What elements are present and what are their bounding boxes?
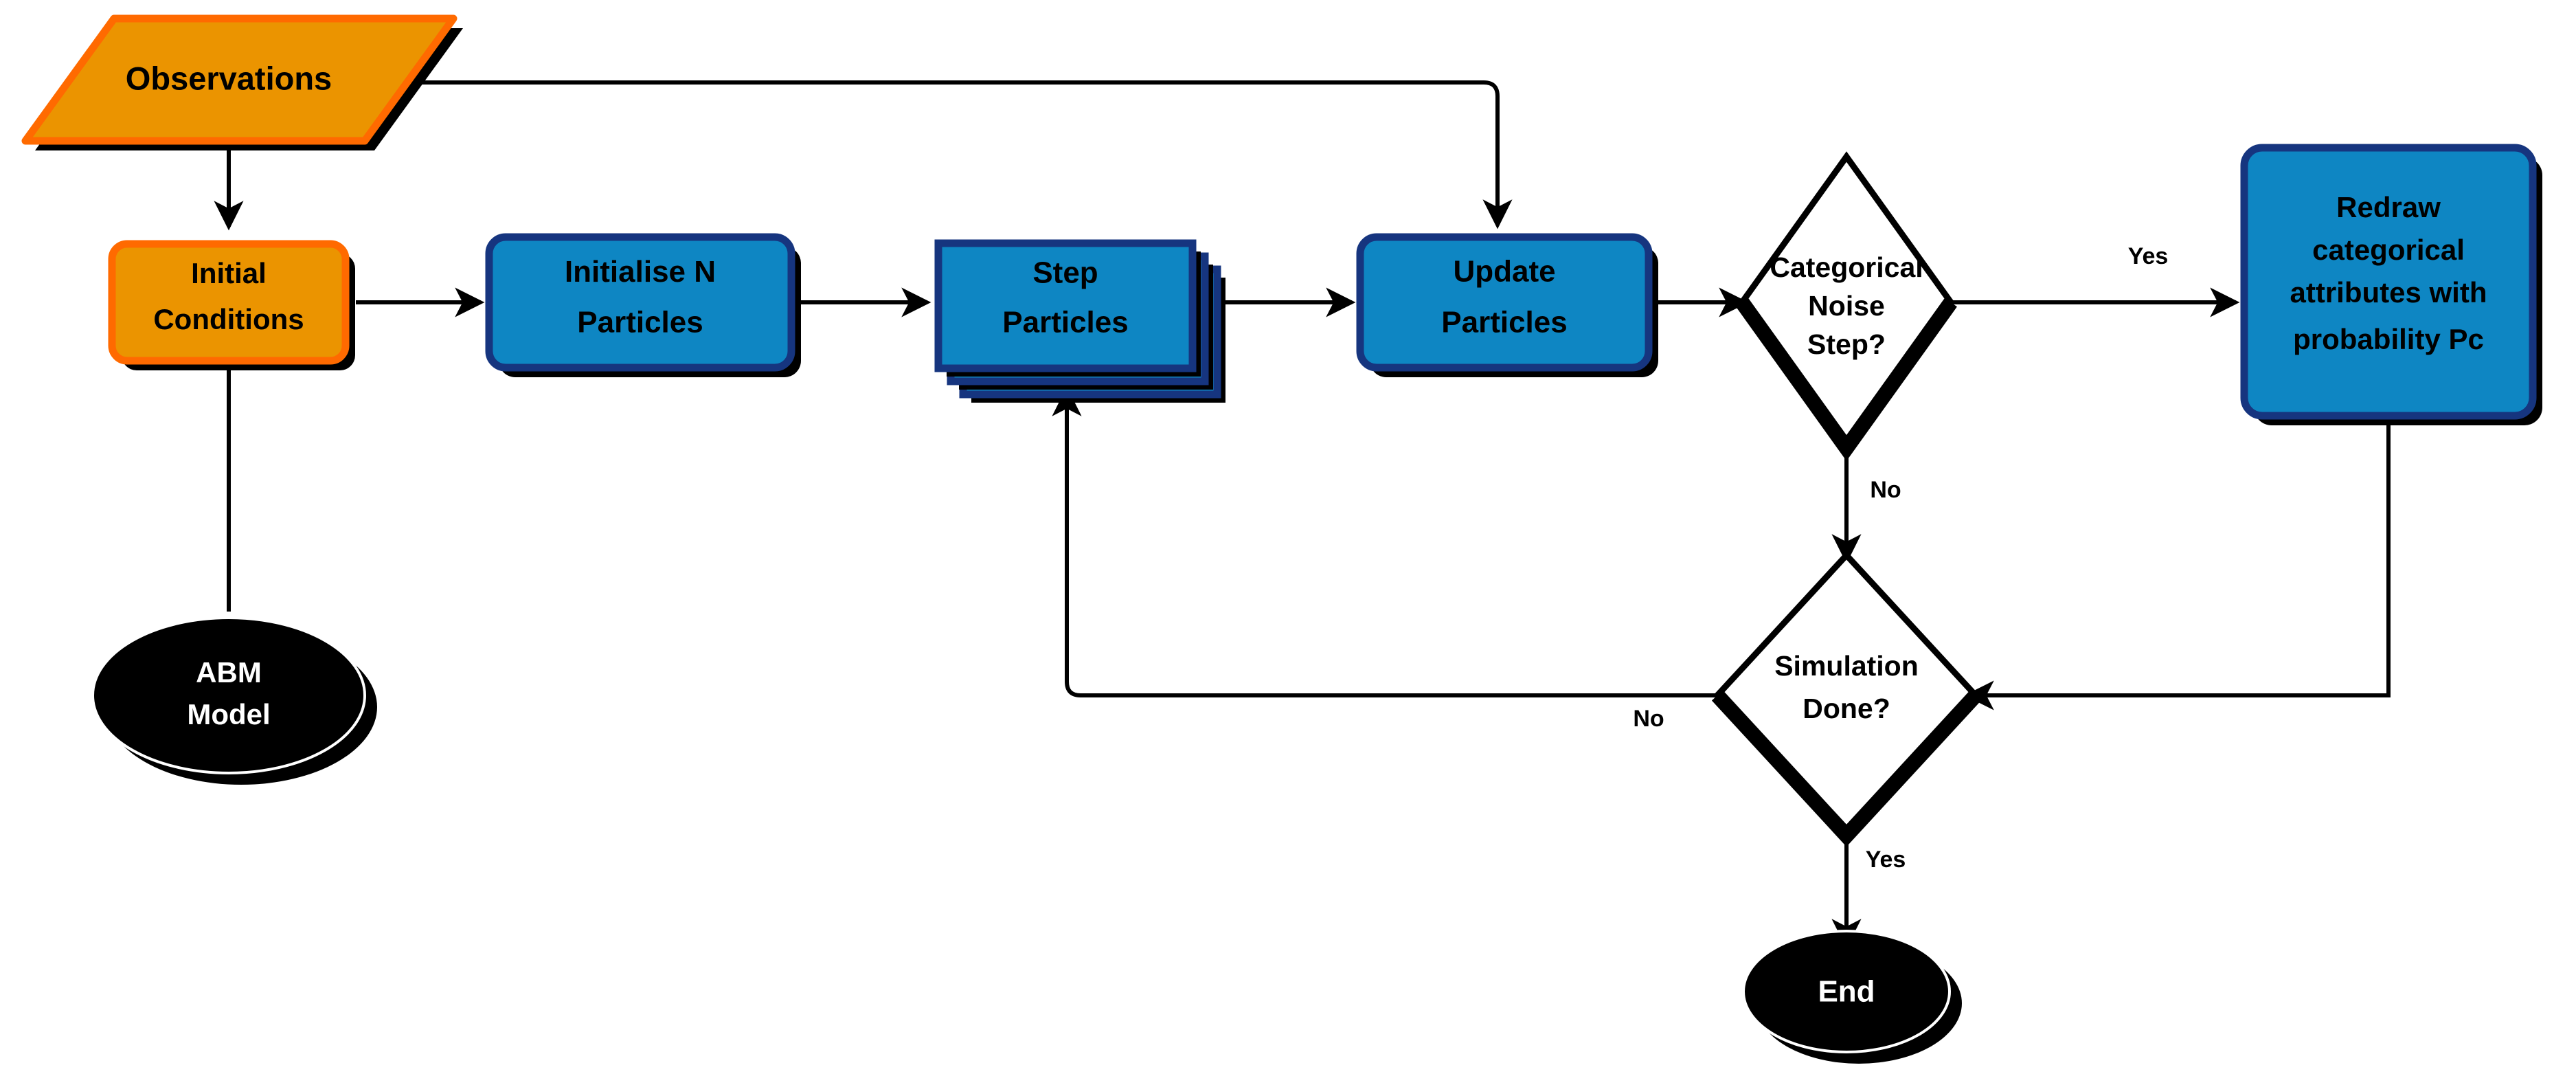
edge-noise-yes-to-redraw: Yes [1948, 243, 2240, 317]
simulation-done-label-line2: Done? [1803, 693, 1890, 724]
abm-model-shape [91, 616, 366, 774]
node-update-particles[interactable]: Update Particles [1356, 233, 1658, 377]
observations-label: Observations [126, 60, 332, 96]
node-initialise-particles[interactable]: Initialise N Particles [485, 233, 801, 377]
step-particles-label-line2: Particles [1002, 306, 1128, 339]
edge-redraw-to-simdone [1964, 417, 2391, 711]
node-end[interactable]: End [1742, 930, 1962, 1064]
redraw-categorical-label-line1: Redraw [2336, 191, 2441, 223]
edge-noise-no-to-simdone: No [1831, 445, 1901, 564]
edge-simdone-no-to-step: No [1052, 386, 1724, 732]
step-particles-label-line1: Step [1032, 256, 1098, 290]
categorical-noise-step-label-line1: Categorical [1770, 251, 1923, 283]
observations-shape [21, 14, 457, 145]
edge-label-no-noise: No [1870, 477, 1901, 503]
end-label: End [1818, 975, 1875, 1009]
edge-label-yes-simdone: Yes [1866, 847, 1906, 873]
node-step-particles[interactable]: Step Particles [934, 239, 1225, 403]
node-abm-model[interactable]: ABM Model [91, 616, 377, 785]
categorical-noise-step-label-line2: Noise [1808, 290, 1885, 322]
edge-simdone-yes-to-end: Yes [1831, 830, 1906, 949]
initialise-particles-shape [485, 233, 795, 372]
initial-conditions-label-line1: Initial [191, 257, 267, 289]
update-particles-label-line2: Particles [1441, 306, 1567, 339]
node-redraw-categorical[interactable]: Redraw categorical attributes with proba… [2240, 144, 2542, 425]
initialise-particles-label-line2: Particles [577, 306, 703, 339]
node-observations[interactable]: Observations [21, 14, 463, 150]
edge-label-no-simdone: No [1633, 706, 1664, 732]
edge-label-yes-noise: Yes [2128, 243, 2169, 269]
node-initial-conditions[interactable]: Initial Conditions [108, 240, 355, 370]
node-categorical-noise-step[interactable]: Categorical Noise Step? [1736, 151, 1957, 461]
redraw-categorical-pc-symbol: Pc [2448, 323, 2483, 355]
simulation-done-label-line1: Simulation [1774, 650, 1919, 682]
initial-conditions-shape [108, 240, 350, 365]
simulation-done-shadow-edge [1711, 690, 1982, 847]
initialise-particles-label-line1: Initialise N [565, 255, 716, 289]
redraw-categorical-label-line3: attributes with [2290, 276, 2487, 309]
redraw-categorical-label-line2: categorical [2312, 234, 2465, 266]
abm-model-label-line2: Model [187, 698, 270, 730]
abm-model-label-line1: ABM [196, 656, 262, 689]
redraw-categorical-label-line4: probability Pc [2293, 323, 2484, 355]
edge-obs-to-update [362, 80, 1513, 230]
edge-layer: Redraw --> Yes Simulation Done? --> No b… [214, 80, 2391, 949]
redraw-categorical-shape [2240, 144, 2537, 420]
update-particles-shape [1356, 233, 1653, 372]
categorical-noise-step-label-line3: Step? [1807, 328, 1886, 360]
initial-conditions-label-line2: Conditions [153, 303, 304, 335]
redraw-categorical-prefix: probability [2293, 323, 2448, 355]
initialise-particles-n-symbol: N [694, 255, 716, 289]
initialise-particles-prefix: Initialise [565, 255, 694, 289]
end-shape [1742, 930, 1951, 1053]
node-simulation-done[interactable]: Simulation Done? [1711, 550, 1982, 847]
update-particles-label-line1: Update [1453, 255, 1555, 289]
categorical-noise-step-shadow-edge [1736, 298, 1957, 461]
step-particles-stack-1 [934, 239, 1197, 372]
